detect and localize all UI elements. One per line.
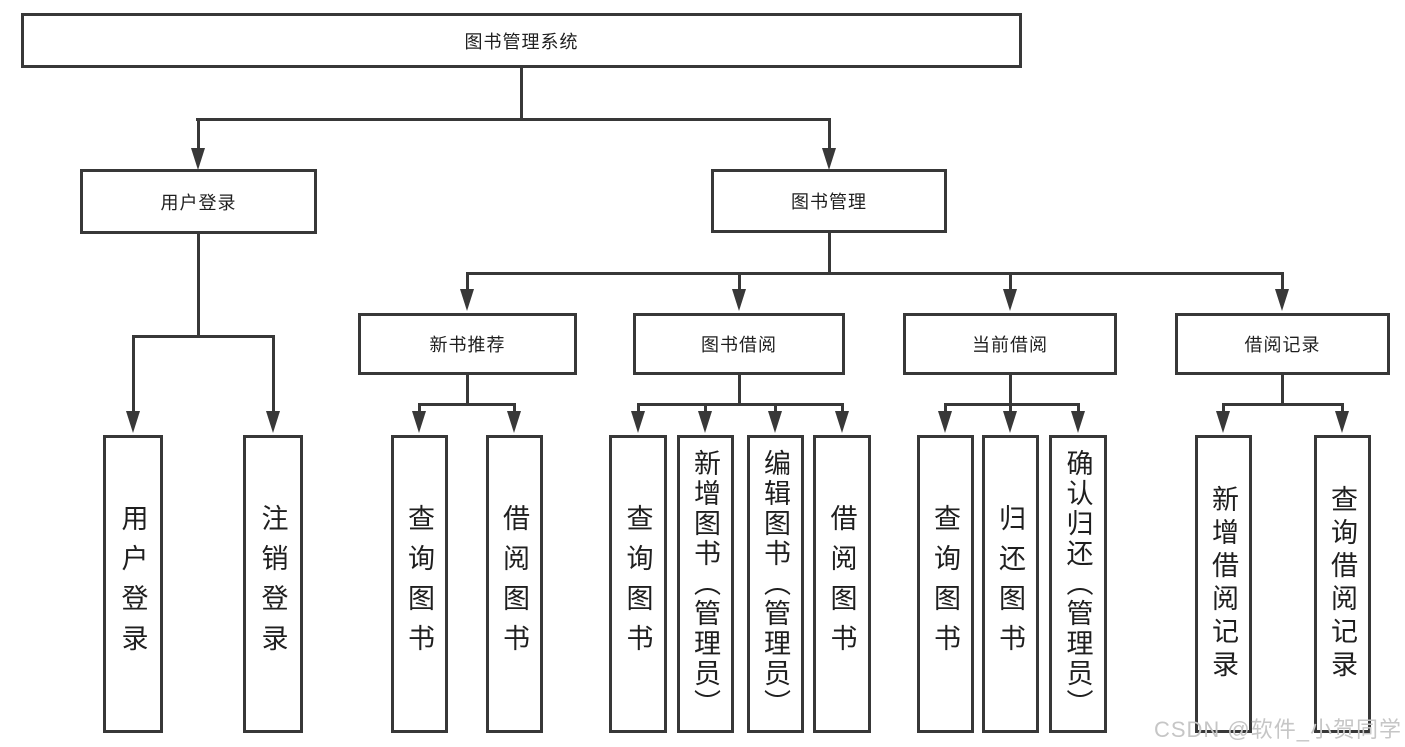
- connector-line: [637, 403, 640, 413]
- connector-line: [418, 403, 516, 406]
- connector-line: [196, 118, 831, 121]
- node-new-book-recommend: 新书推荐: [358, 313, 577, 375]
- leaf-edit-book-admin: 编辑图书（管理员）: [747, 435, 804, 733]
- connector-line: [418, 403, 421, 413]
- leaf-borrow-books-1: 借阅图书: [486, 435, 543, 733]
- connector-line: [1222, 403, 1344, 406]
- node-book-borrow: 图书借阅: [633, 313, 845, 375]
- node-book-management: 图书管理: [711, 169, 947, 233]
- csdn-watermark: CSDN @软件_小贺同学: [1153, 717, 1402, 742]
- arrow-down-icon: [460, 289, 474, 311]
- arrow-down-icon: [1071, 411, 1085, 433]
- arrow-down-icon: [698, 411, 712, 433]
- leaf-logout-label: 注销登录: [257, 504, 288, 664]
- leaf-confirm-return-admin-label: 确认归还（管理员）: [1062, 449, 1093, 719]
- leaf-add-borrow-record-label: 新增借阅记录: [1208, 485, 1238, 683]
- connector-line: [774, 403, 777, 413]
- connector-line: [1341, 403, 1344, 413]
- arrow-down-icon: [1003, 411, 1017, 433]
- arrow-down-icon: [507, 411, 521, 433]
- arrow-down-icon: [1275, 289, 1289, 311]
- connector-line: [513, 403, 516, 413]
- arrow-down-icon: [412, 411, 426, 433]
- leaf-user-login-label: 用户登录: [117, 504, 148, 664]
- leaf-edit-book-admin-label: 编辑图书（管理员）: [760, 449, 790, 719]
- arrow-down-icon: [938, 411, 952, 433]
- connector-line: [704, 403, 707, 413]
- connector-line: [466, 272, 1283, 275]
- leaf-return-books-label: 归还图书: [995, 504, 1025, 664]
- connector-line: [1281, 375, 1284, 406]
- connector-line: [132, 335, 274, 338]
- connector-line: [738, 375, 741, 406]
- connector-line: [738, 272, 741, 292]
- arrow-down-icon: [1216, 411, 1230, 433]
- arrow-down-icon: [266, 411, 280, 433]
- arrow-down-icon: [631, 411, 645, 433]
- connector-line: [197, 118, 200, 150]
- leaf-query-borrow-record: 查询借阅记录: [1314, 435, 1371, 733]
- leaf-user-login: 用户登录: [103, 435, 163, 733]
- connector-line: [520, 68, 523, 121]
- connector-line: [1222, 403, 1225, 413]
- arrow-down-icon: [835, 411, 849, 433]
- connector-line: [1077, 403, 1080, 413]
- connector-line: [466, 272, 469, 292]
- leaf-confirm-return-admin: 确认归还（管理员）: [1049, 435, 1107, 733]
- arrow-down-icon: [768, 411, 782, 433]
- connector-line: [1009, 403, 1012, 413]
- connector-line: [1009, 272, 1012, 292]
- arrow-down-icon: [1335, 411, 1349, 433]
- leaf-logout: 注销登录: [243, 435, 303, 733]
- arrow-down-icon: [1003, 289, 1017, 311]
- leaf-query-books-3-label: 查询图书: [930, 504, 960, 664]
- connector-line: [132, 335, 135, 413]
- leaf-query-books-1-label: 查询图书: [404, 504, 434, 664]
- node-user-login: 用户登录: [80, 169, 317, 234]
- leaf-query-borrow-record-label: 查询借阅记录: [1327, 485, 1357, 683]
- node-new-book-recommend-label: 新书推荐: [429, 335, 506, 355]
- node-book-borrow-label: 图书借阅: [701, 335, 777, 355]
- leaf-add-borrow-record: 新增借阅记录: [1195, 435, 1252, 733]
- node-root-label: 图书管理系统: [464, 31, 579, 52]
- leaf-borrow-books-1-label: 借阅图书: [499, 504, 529, 664]
- arrow-down-icon: [732, 289, 746, 311]
- arrow-down-icon: [126, 411, 140, 433]
- node-user-login-label: 用户登录: [160, 192, 237, 213]
- connector-line: [272, 335, 275, 413]
- node-book-management-label: 图书管理: [791, 192, 867, 212]
- leaf-query-books-2-label: 查询图书: [622, 504, 653, 664]
- connector-line: [1281, 272, 1284, 292]
- leaf-query-books-1: 查询图书: [391, 435, 448, 733]
- node-root: 图书管理系统: [21, 13, 1022, 68]
- connector-line: [466, 375, 469, 406]
- leaf-add-book-admin: 新增图书（管理员）: [677, 435, 734, 733]
- connector-line: [1009, 375, 1012, 406]
- leaf-borrow-books-2: 借阅图书: [813, 435, 871, 733]
- connector-line: [637, 403, 844, 406]
- connector-line: [828, 118, 831, 150]
- node-borrow-records: 借阅记录: [1175, 313, 1390, 375]
- node-borrow-records-label: 借阅记录: [1244, 335, 1321, 355]
- node-current-borrow-label: 当前借阅: [972, 335, 1048, 355]
- arrow-down-icon: [822, 148, 836, 170]
- leaf-query-books-2: 查询图书: [609, 435, 667, 733]
- arrow-down-icon: [191, 148, 205, 170]
- leaf-borrow-books-2-label: 借阅图书: [826, 504, 857, 664]
- connector-line: [944, 403, 1080, 406]
- leaf-return-books: 归还图书: [982, 435, 1039, 733]
- leaf-query-books-3: 查询图书: [917, 435, 974, 733]
- connector-line: [944, 403, 947, 413]
- connector-line: [828, 233, 831, 275]
- leaf-add-book-admin-label: 新增图书（管理员）: [690, 449, 720, 719]
- node-current-borrow: 当前借阅: [903, 313, 1117, 375]
- connector-line: [841, 403, 844, 413]
- connector-line: [197, 234, 200, 338]
